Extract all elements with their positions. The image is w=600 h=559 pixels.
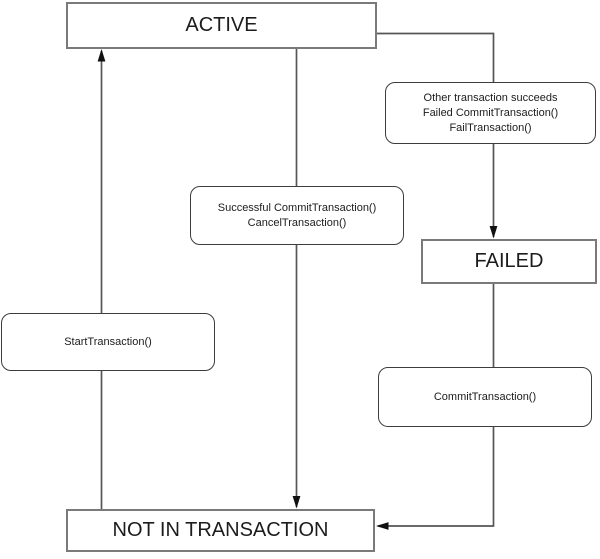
fail-line — [377, 32, 495, 237]
transition-label-start-transaction: StartTransaction() — [1, 313, 215, 371]
state-not-in-transaction: NOT IN TRANSACTION — [66, 509, 375, 552]
state-not-in-transaction-label: NOT IN TRANSACTION — [112, 519, 329, 541]
transition-label-line: Successful CommitTransaction() — [217, 201, 377, 214]
arrow-up-icon — [97, 49, 106, 62]
transition-label-line: CancelTransaction() — [247, 216, 347, 229]
transition-label-line: StartTransaction() — [64, 335, 152, 348]
state-active-label: ACTIVE — [185, 14, 258, 36]
transition-label-line: CommitTransaction() — [433, 390, 537, 403]
transition-label-commit-transaction: CommitTransaction() — [378, 367, 592, 427]
arrow-down-icon — [292, 496, 301, 509]
failed-commit-line — [378, 284, 495, 527]
arrow-left-icon — [376, 522, 389, 530]
state-failed-label: FAILED — [474, 250, 544, 272]
arrow-down-icon — [489, 226, 498, 239]
state-failed: FAILED — [421, 239, 597, 284]
transition-label-fail-reasons: Other transaction succeeds Failed Commit… — [385, 82, 596, 144]
transition-label-line: Other transaction succeeds — [423, 91, 558, 104]
transition-label-leave-active: Successful CommitTransaction() CancelTra… — [190, 186, 404, 245]
transition-label-line: Failed CommitTransaction() — [422, 106, 559, 119]
transition-label-line: FailTransaction() — [449, 121, 532, 134]
state-active: ACTIVE — [66, 2, 377, 49]
